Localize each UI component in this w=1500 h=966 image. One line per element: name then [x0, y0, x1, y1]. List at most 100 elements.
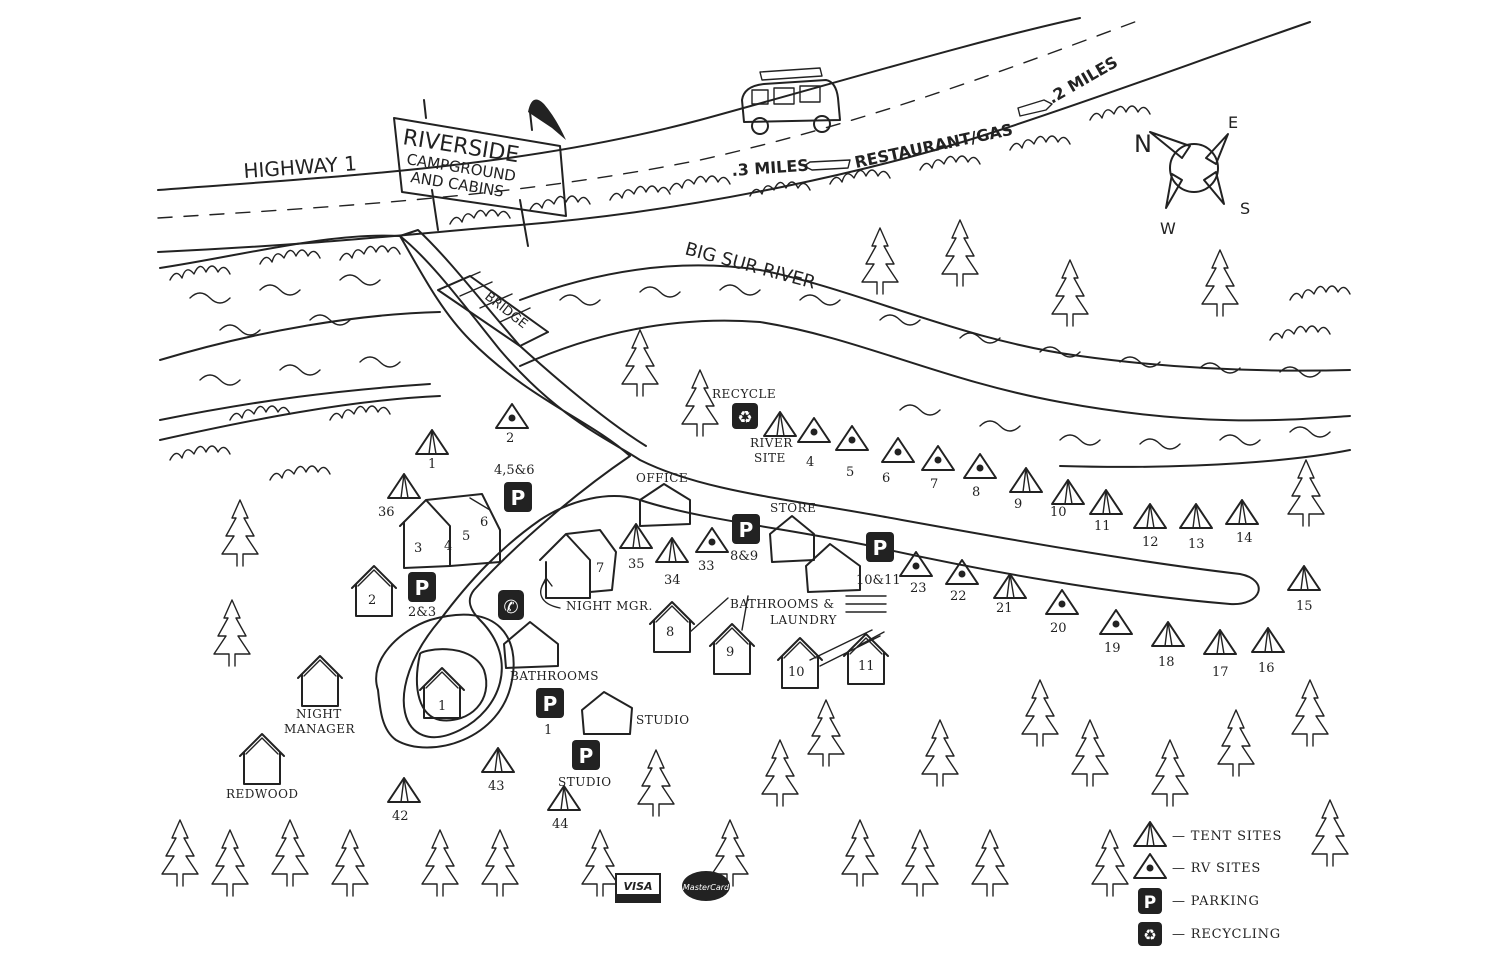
svg-text:VISA: VISA — [623, 880, 652, 893]
parking-456-label: 4,5&6 — [494, 463, 535, 478]
parking-icon-456: P — [504, 482, 532, 512]
site-19-label: 19 — [1104, 641, 1121, 656]
crow-icon — [528, 99, 566, 140]
redwood-cabin — [239, 733, 285, 785]
site-7 — [921, 445, 955, 471]
compass-w: W — [1160, 219, 1176, 238]
site-23-label: 23 — [910, 581, 927, 596]
site-34 — [655, 537, 689, 563]
parking-icon-studio: P — [572, 740, 600, 770]
site-14-label: 14 — [1236, 531, 1253, 546]
svg-text:P: P — [511, 486, 526, 510]
site-21 — [993, 573, 1027, 599]
site-19 — [1099, 609, 1133, 635]
site-15-label: 15 — [1296, 599, 1313, 614]
site-2 — [495, 403, 529, 429]
arrow-left-icon — [803, 159, 851, 171]
parking-1-label: 1 — [544, 723, 552, 738]
site-12 — [1133, 503, 1167, 529]
redwood-label: REDWOOD — [226, 787, 299, 801]
site-44-label: 44 — [552, 817, 569, 832]
store-label: STORE — [770, 501, 816, 515]
site-44 — [547, 785, 581, 811]
distance-left-label: .3 MILES — [731, 156, 809, 180]
site-14 — [1225, 499, 1259, 525]
site-8-label: 8 — [972, 485, 980, 500]
site-22-label: 22 — [950, 589, 967, 604]
site-16-label: 16 — [1258, 661, 1275, 676]
site-8 — [963, 453, 997, 479]
cabin-2 — [351, 565, 397, 617]
office-label: OFFICE — [636, 471, 688, 485]
parking-icon-23: P — [408, 572, 436, 602]
site-42-label: 42 — [392, 809, 409, 824]
legend-tent-icon — [1133, 821, 1167, 847]
site-17 — [1203, 629, 1237, 655]
forest-lower — [161, 245, 1349, 897]
recycle-label: RECYCLE — [712, 387, 776, 401]
studio-label-b: STUDIO — [558, 775, 612, 789]
site-20-label: 20 — [1050, 621, 1067, 636]
site-10-label: 10 — [1050, 505, 1067, 520]
site-21-label: 21 — [996, 601, 1013, 616]
parking-icon-89: P — [732, 514, 760, 544]
office-building — [639, 483, 691, 527]
cabin-10-label: 10 — [788, 665, 805, 680]
legend-recycling-label: — RECYCLING — [1172, 927, 1281, 942]
site-20 — [1045, 589, 1079, 615]
store-building — [769, 515, 815, 563]
parking-icon-1011: P — [866, 532, 894, 562]
site-11-label: 11 — [1094, 519, 1111, 534]
site-13-label: 13 — [1188, 537, 1205, 552]
site-36-label: 36 — [378, 505, 395, 520]
site-4 — [797, 417, 831, 443]
site-1 — [415, 429, 449, 455]
site-15 — [1287, 565, 1321, 591]
laundry-walkway — [689, 595, 887, 667]
site-43-label: 43 — [488, 779, 505, 794]
site-9 — [1009, 467, 1043, 493]
compass-s: S — [1240, 199, 1250, 218]
svg-text:MasterCard: MasterCard — [683, 883, 730, 892]
site-9-label: 9 — [1014, 497, 1022, 512]
cabin-1-label: 1 — [438, 699, 446, 714]
bathrooms-building-store — [805, 543, 861, 593]
site-33 — [695, 527, 729, 553]
site-1-label: 1 — [428, 457, 436, 472]
cabin-2-label: 2 — [368, 593, 376, 608]
site-10 — [1051, 479, 1085, 505]
svg-text:P: P — [579, 744, 594, 768]
night-mgr-label: NIGHT MGR. — [566, 599, 653, 613]
campground-road — [375, 229, 1260, 749]
night-mgr-arrow-icon — [540, 577, 561, 609]
cabin-7 — [539, 529, 617, 599]
phone-icon: ✆ — [498, 590, 524, 620]
svg-text:P: P — [415, 576, 430, 600]
site-13 — [1179, 503, 1213, 529]
cabin-3-label: 3 — [414, 541, 422, 556]
tree-line-top — [449, 105, 1351, 341]
cabin-8-label: 8 — [666, 625, 674, 640]
legend-parking-icon: P — [1138, 888, 1162, 914]
cabin-3-6 — [399, 493, 501, 569]
svg-text:✆: ✆ — [503, 597, 518, 618]
night-manager-label-1: NIGHT — [296, 707, 342, 721]
svg-text:P: P — [873, 536, 888, 560]
site-33-label: 33 — [698, 559, 715, 574]
recycle-icon: ♻ — [732, 403, 758, 429]
studio-label-a: STUDIO — [636, 713, 690, 727]
highway-label: HIGHWAY 1 — [243, 151, 358, 183]
site-16 — [1251, 627, 1285, 653]
mastercard-logo: MasterCard — [682, 871, 730, 901]
river-site-label-1: RIVER — [750, 436, 793, 450]
cabin-10 — [777, 637, 823, 689]
site-river — [763, 411, 797, 437]
site-6 — [881, 437, 915, 463]
site-18-label: 18 — [1158, 655, 1175, 670]
cabin-6-label: 6 — [480, 515, 488, 530]
cabin-9-label: 9 — [726, 645, 734, 660]
bathrooms-building — [503, 621, 559, 669]
parking-23-label: 2&3 — [408, 605, 436, 620]
site-42 — [387, 777, 421, 803]
